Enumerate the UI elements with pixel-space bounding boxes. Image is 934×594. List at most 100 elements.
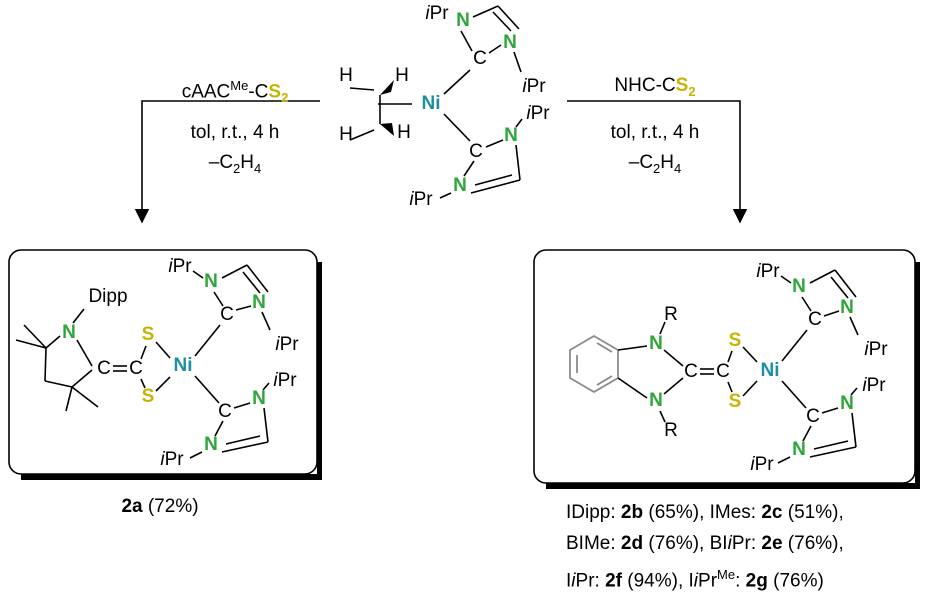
condition-text: –C xyxy=(208,152,234,173)
ipr-label: iPr xyxy=(275,334,299,355)
atom-n: N xyxy=(792,439,806,460)
ligand-name: Pr: xyxy=(731,533,762,554)
atom-r: R xyxy=(664,420,678,441)
product-list-line-3: IiPr: 2f (94%), IiPrMe: 2g (76%) xyxy=(566,562,824,594)
product-2a-caption: 2a (72%) xyxy=(60,494,260,520)
ligand-name-italic: i xyxy=(727,533,732,554)
atom-n: N xyxy=(840,393,854,414)
reagent-text: NHC-C xyxy=(614,75,676,96)
yield-text: (65%), IMes: xyxy=(643,502,762,523)
starting-ni-complex: H H H H Ni C N N iPr iPr C N N iPr iPr xyxy=(339,3,550,210)
ipr-label: iPr xyxy=(864,339,888,360)
atom-n: N xyxy=(453,175,467,196)
compound-label: 2f xyxy=(605,570,622,592)
ligand-name: I xyxy=(566,570,572,592)
ligand-name: BIMe: xyxy=(566,533,621,554)
atom-h: H xyxy=(395,65,409,86)
ligand-name: Pr xyxy=(698,570,718,592)
atom-h: H xyxy=(397,122,411,143)
atom-h: H xyxy=(339,124,353,145)
atom-s: S xyxy=(142,324,155,345)
ipr-label: iPr xyxy=(168,256,192,277)
reagent-text: -C xyxy=(248,81,269,103)
atom-ni: Ni xyxy=(422,93,441,114)
atom-c: C xyxy=(218,401,232,422)
ipr-label: iPr xyxy=(756,261,780,282)
yield-text: (94%), I xyxy=(621,570,694,592)
atom-n: N xyxy=(504,125,518,146)
right-condition-2: –C2H4 xyxy=(580,150,730,182)
product-2a-structure: N Dipp C C S S Ni C N N iPr iPr xyxy=(15,256,299,470)
yield-text: (76%), BI xyxy=(643,533,728,554)
ligand-name-italic: i xyxy=(693,570,699,592)
left-product-box xyxy=(8,249,322,480)
condition-text: H xyxy=(240,152,255,173)
atom-s: S xyxy=(142,386,155,407)
ipr-label: iPr xyxy=(522,76,546,97)
atom-c: C xyxy=(716,361,730,382)
atom-c: C xyxy=(806,406,820,427)
compound-label: 2d xyxy=(620,533,644,554)
yield-text: (51%), xyxy=(782,502,844,523)
atom-c: C xyxy=(220,304,234,325)
reagent-sulfur: S xyxy=(268,81,282,103)
yield-text: (76%) xyxy=(767,570,824,592)
ipr-label: iPr xyxy=(160,449,184,470)
compound-label: 2e xyxy=(761,533,783,554)
ipr-label: iPr xyxy=(273,370,297,391)
atom-n: N xyxy=(649,390,663,411)
right-arrow xyxy=(567,100,748,224)
atom-ni: Ni xyxy=(761,360,780,381)
atom-h: H xyxy=(339,65,353,86)
dipp-label: Dipp xyxy=(88,286,127,307)
condition-text: –C xyxy=(628,152,654,173)
atom-c: C xyxy=(97,358,111,379)
atom-n: N xyxy=(792,276,806,297)
condition-sub: 4 xyxy=(254,160,262,176)
atom-n: N xyxy=(503,32,517,53)
atom-n: N xyxy=(204,271,218,292)
atom-c: C xyxy=(129,358,143,379)
reagent-sup: Me xyxy=(230,78,249,93)
compound-label: 2c xyxy=(761,502,783,523)
ligand-name: IDipp: xyxy=(566,502,621,523)
right-condition-1: tol, r.t., 4 h xyxy=(610,122,700,143)
ligand-name: : xyxy=(735,570,746,592)
ipr-label: iPr xyxy=(750,454,774,475)
left-reagent: cAACMe-CS2 xyxy=(150,73,320,111)
atom-n: N xyxy=(252,292,266,313)
compound-label: 2g xyxy=(745,570,768,592)
ipr-label: iPr xyxy=(425,3,449,24)
ligand-name: Pr: xyxy=(575,570,606,592)
atom-n: N xyxy=(204,434,218,455)
atom-c: C xyxy=(469,141,483,162)
right-reagent: NHC-CS2 xyxy=(580,73,730,105)
atom-n: N xyxy=(840,297,854,318)
atom-n: N xyxy=(649,333,663,354)
ipr-label: iPr xyxy=(409,189,433,210)
atom-n: N xyxy=(252,388,266,409)
product-list-line-2: BIMe: 2d (76%), BIiPr: 2e (76%), xyxy=(566,531,844,557)
atom-c: C xyxy=(473,48,487,69)
atom-n: N xyxy=(62,322,76,343)
reagent-sub: 2 xyxy=(688,83,696,99)
left-condition-2: –C2H4 xyxy=(150,150,320,182)
condition-sub: 2 xyxy=(653,160,661,176)
ligand-name-italic: i xyxy=(571,570,576,592)
atom-r: R xyxy=(664,304,678,325)
atom-c: C xyxy=(808,309,822,330)
reagent-sulfur: S xyxy=(675,75,689,96)
condition-text: H xyxy=(660,152,675,173)
left-condition-1: tol, r.t., 4 h xyxy=(190,122,280,143)
yield-text: (76%), xyxy=(782,533,844,554)
atom-n: N xyxy=(456,10,470,31)
compound-label: 2a xyxy=(121,496,143,517)
compound-label: 2b xyxy=(620,502,644,523)
condition-sub: 2 xyxy=(233,160,241,176)
ipr-label: iPr xyxy=(862,375,886,396)
product-list-line-1: IDipp: 2b (65%), IMes: 2c (51%), xyxy=(566,500,844,526)
product-2b-2g-structure: N N R R C C S S Ni C N N iPr iPr xyxy=(569,261,888,475)
atom-ni: Ni xyxy=(174,355,193,376)
left-arrow xyxy=(134,100,320,224)
